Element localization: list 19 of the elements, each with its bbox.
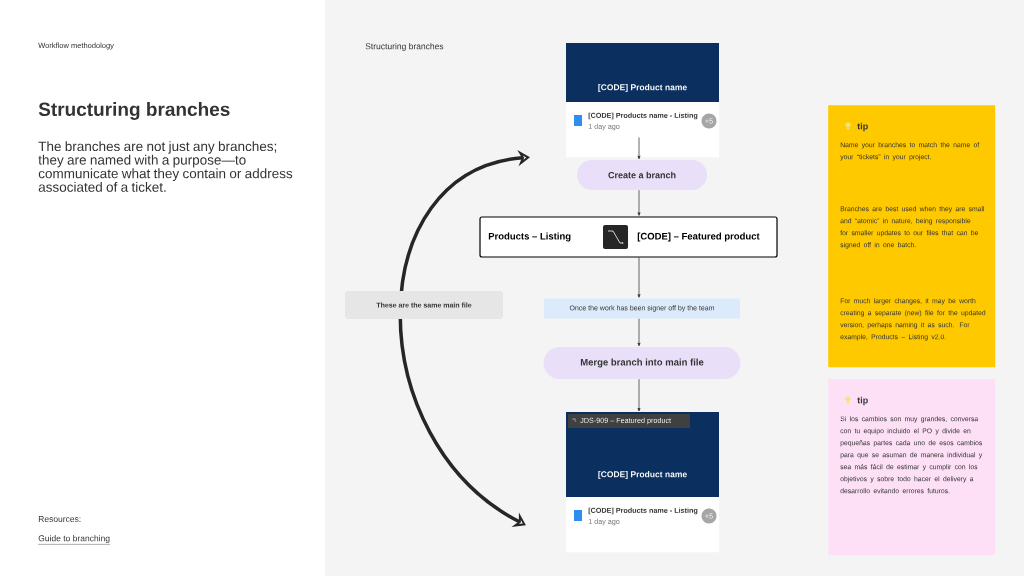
resources-heading: Resources: xyxy=(38,516,81,522)
step-pill: Merge branch into main file xyxy=(543,347,741,379)
page-title: Structuring branches xyxy=(38,102,230,120)
canvas-heading: Structuring branches xyxy=(365,43,444,51)
card-title: [CODE] Product name xyxy=(598,471,687,479)
link: Guide to branching xyxy=(38,535,111,545)
arrow xyxy=(637,257,641,298)
arrow xyxy=(637,189,641,216)
arrow xyxy=(637,318,641,347)
arrow xyxy=(637,137,641,160)
curved-arrow xyxy=(398,150,530,527)
step-pill: Create a branch xyxy=(577,160,707,190)
branch-target: [CODE] – Featured product xyxy=(637,232,760,242)
body-text: The branches are not just any branches; they are named with a purpose—to communicate what they contain or address associated of a ticket. xyxy=(38,141,293,192)
branch-source: Products – Listing xyxy=(488,232,571,242)
tip-heading: tip xyxy=(857,122,868,132)
tip-heading: tip xyxy=(857,396,868,406)
card-title: [CODE] Product name xyxy=(598,84,687,92)
arrow xyxy=(637,378,641,412)
